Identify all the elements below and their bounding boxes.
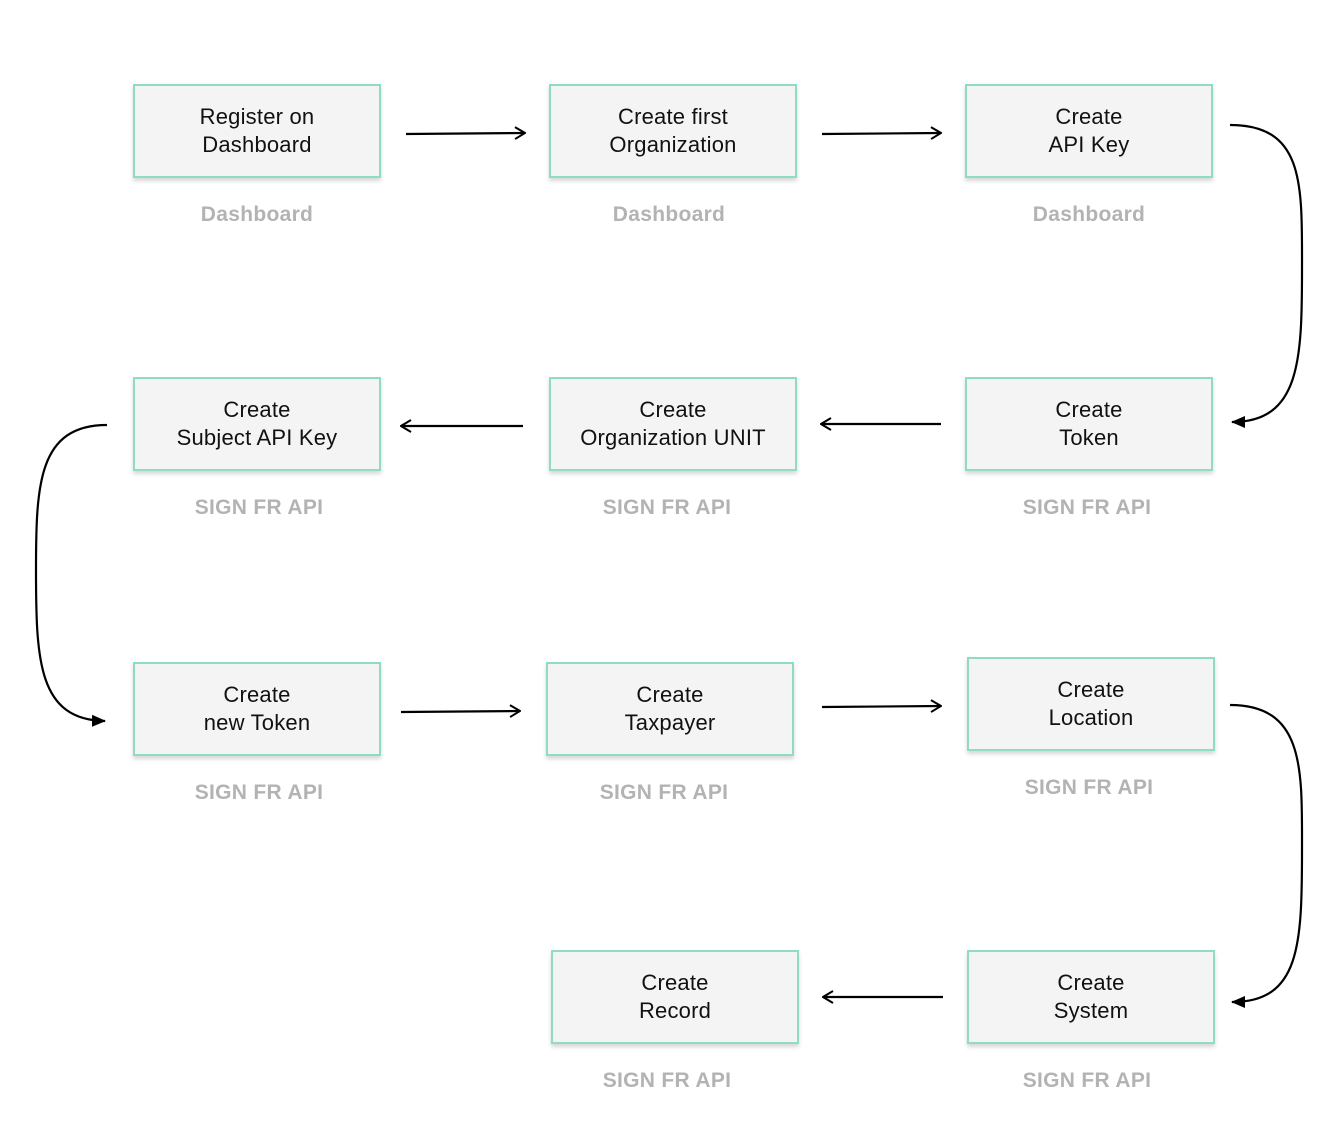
step-label-line1: Create xyxy=(636,682,704,707)
step-label-line2: Location xyxy=(1048,705,1134,730)
step-label-line2: Record xyxy=(638,998,712,1023)
step-label-line2: Organization UNIT xyxy=(580,425,766,450)
step-label-line1: Register on xyxy=(199,104,315,129)
arrow-step9-to-step10 xyxy=(1229,703,1304,1008)
step-create-location: Create Location xyxy=(967,657,1215,751)
step-caption: Dashboard xyxy=(612,203,726,226)
step-label-line2: Token xyxy=(1059,425,1119,450)
step-label-line1: Create xyxy=(223,682,291,707)
step-caption: SIGN FR API xyxy=(194,781,324,804)
step-create-subject-api-key: Create Subject API Key xyxy=(133,377,381,471)
arrow-step6-to-step7 xyxy=(34,423,108,727)
arrow-step3-to-step4 xyxy=(1229,123,1304,428)
step-caption: SIGN FR API xyxy=(1024,776,1154,799)
step-label-line1: Create xyxy=(1055,104,1123,129)
arrow-step7-to-step8 xyxy=(400,711,520,712)
step-label-line1: Create first xyxy=(618,104,728,129)
step-label-line2: Taxpayer xyxy=(624,710,716,735)
step-label-line1: Create xyxy=(1057,970,1125,995)
step-create-taxpayer: Create Taxpayer xyxy=(546,662,794,756)
step-label-line1: Create xyxy=(639,397,707,422)
step-label-line2: new Token xyxy=(203,710,311,735)
step-caption: Dashboard xyxy=(1032,203,1146,226)
step-caption: SIGN FR API xyxy=(1022,496,1152,519)
step-create-new-token: Create new Token xyxy=(133,662,381,756)
step-create-organization-unit: Create Organization UNIT xyxy=(549,377,797,471)
step-label-line2: Dashboard xyxy=(202,132,312,157)
step-caption: SIGN FR API xyxy=(194,496,324,519)
step-caption: SIGN FR API xyxy=(1022,1069,1152,1092)
step-caption: SIGN FR API xyxy=(602,496,732,519)
step-caption: SIGN FR API xyxy=(602,1069,732,1092)
step-label-line1: Create xyxy=(1057,677,1125,702)
step-label-line2: System xyxy=(1053,998,1129,1023)
arrow-step8-to-step9 xyxy=(821,706,941,707)
step-register-on-dashboard: Register on Dashboard xyxy=(133,84,381,178)
step-label-line1: Create xyxy=(641,970,709,995)
step-label-line1: Create xyxy=(223,397,291,422)
step-create-record: Create Record xyxy=(551,950,799,1044)
step-create-api-key: Create API Key xyxy=(965,84,1213,178)
arrow-step1-to-step2 xyxy=(405,133,525,134)
step-create-first-organization: Create first Organization xyxy=(549,84,797,178)
step-caption: SIGN FR API xyxy=(599,781,729,804)
step-label-line1: Create xyxy=(1055,397,1123,422)
step-label-line2: Organization xyxy=(609,132,737,157)
step-label-line2: API Key xyxy=(1048,132,1130,157)
step-create-system: Create System xyxy=(967,950,1215,1044)
step-label-line2: Subject API Key xyxy=(176,425,338,450)
step-create-token: Create Token xyxy=(965,377,1213,471)
step-caption: Dashboard xyxy=(200,203,314,226)
arrow-step2-to-step3 xyxy=(821,133,941,134)
